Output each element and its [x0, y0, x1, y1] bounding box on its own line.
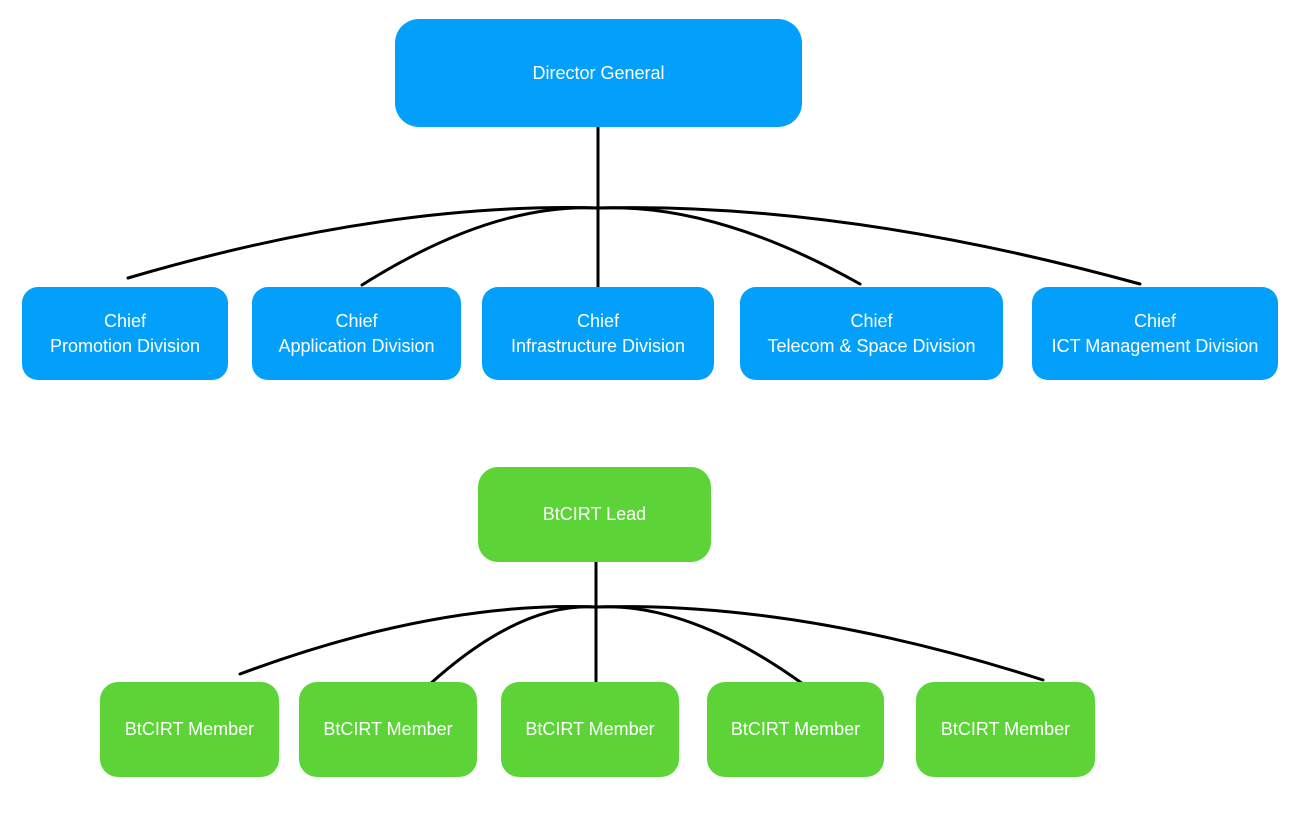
org-node-btcirt-member-3: BtCIRT Member	[501, 682, 679, 777]
connector-lead-to-member-1	[238, 605, 598, 676]
org-node-btcirt-member-5: BtCIRT Member	[916, 682, 1095, 777]
org-node-btcirt-member-1: BtCIRT Member	[100, 682, 279, 777]
org-node-label: BtCIRT Member	[730, 719, 861, 739]
org-node-label-line1: Chief	[850, 310, 893, 331]
org-node-chief-telecom-space-division: Chief Telecom & Space Division	[740, 287, 1003, 380]
org-node-label: BtCIRT Member	[323, 719, 453, 739]
org-node-label: BtCIRT Member	[124, 719, 255, 739]
org-node-chief-ict-management-division: Chief ICT Management Division	[1032, 287, 1278, 380]
org-node-chief-infrastructure-division: Chief Infrastructure Division	[482, 287, 714, 380]
org-node-label-line1: Chief	[335, 310, 378, 331]
org-node-label-line2: Promotion Division	[49, 335, 201, 356]
org-node-label-line2: Infrastructure Division	[510, 335, 686, 356]
org-node-label-line2: Telecom & Space Division	[767, 335, 976, 356]
org-node-label-line1: Chief	[1133, 310, 1177, 331]
connector-root-to-application	[360, 206, 600, 287]
connector-root-to-promotion	[126, 206, 600, 280]
org-node-label: BtCIRT Lead	[542, 504, 647, 524]
org-node-label-line1: Chief	[103, 310, 147, 331]
org-node-director-general: Director General	[395, 19, 802, 127]
org-node-btcirt-member-4: BtCIRT Member	[707, 682, 884, 777]
org-node-label-line2: ICT Management Division	[1051, 335, 1259, 356]
org-node-chief-application-division: Chief Application Division	[252, 287, 461, 380]
org-node-btcirt-member-2: BtCIRT Member	[299, 682, 477, 777]
connector-lead-to-member-2	[428, 605, 598, 686]
connector-lead-to-member-5	[594, 605, 1045, 682]
org-node-label: Director General	[532, 62, 665, 83]
org-node-label-line2: Application Division	[278, 335, 435, 356]
connector-root-to-ict	[596, 206, 1142, 286]
org-node-chief-promotion-division: Chief Promotion Division	[22, 287, 228, 380]
org-node-btcirt-lead: BtCIRT Lead	[478, 467, 711, 562]
org-node-label: BtCIRT Member	[940, 719, 1071, 739]
org-node-label-line1: Chief	[576, 310, 620, 331]
org-node-label: BtCIRT Member	[525, 719, 655, 739]
